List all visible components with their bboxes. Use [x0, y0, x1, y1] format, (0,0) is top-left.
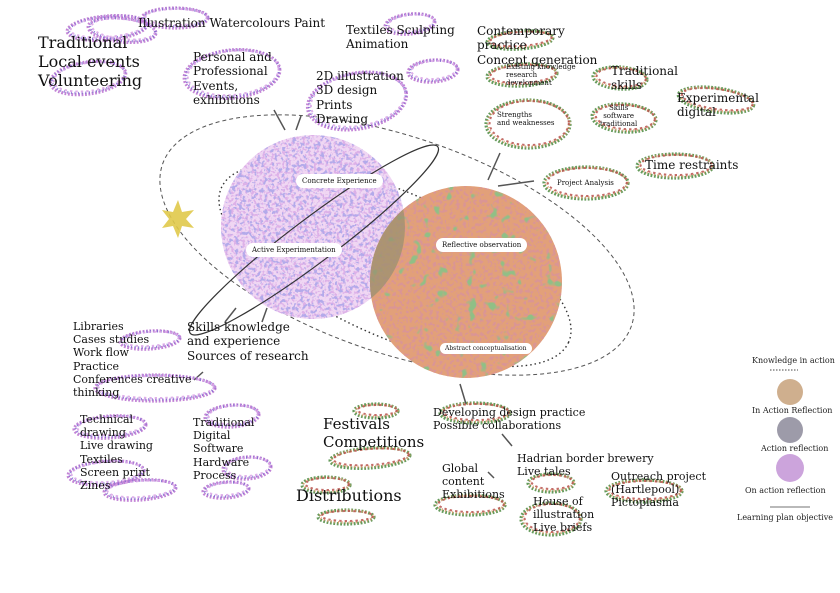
speckled-ring [356, 404, 398, 416]
speckled-ring [442, 403, 510, 421]
legend-in-action-reflection: In Action Reflection [752, 406, 833, 415]
node-traditional-skills: Traditional skills [611, 64, 679, 93]
node-strengths: Strengths and weaknesses [497, 111, 555, 128]
speckled-ring [122, 330, 180, 348]
speckled-ring [608, 480, 682, 500]
speckled-ring [225, 456, 271, 478]
node-skills-knowledge: Skills knowledge and experience Sources … [187, 320, 309, 363]
legend-action-reflection: Action reflection [761, 444, 829, 453]
speckled-ring [186, 49, 280, 97]
speckled-ring [595, 66, 647, 88]
speckled-ring [639, 154, 713, 176]
speckled-ring [523, 503, 581, 533]
speckled-ring [104, 478, 177, 501]
speckled-ring [207, 404, 259, 426]
legend-knowledge-in-action: Knowledge in action [752, 356, 835, 365]
node-global: Global content Exhibitions [442, 462, 505, 502]
node-2d-illustration: 2D illustration 3D design Prints Drawing [316, 69, 404, 127]
speckled-ring [70, 460, 144, 484]
speckled-ring [106, 479, 176, 499]
node-illustration: Illustration Watercolours Paint [138, 16, 326, 30]
speckled-ring [332, 447, 410, 467]
node-hadrian: Hadrian border brewery Live tales [517, 452, 654, 479]
node-project-analysis: Project Analysis [557, 179, 614, 187]
node-distributions: Distributions [296, 486, 402, 505]
yellow-star-icon [162, 200, 194, 238]
speckled-ring [304, 477, 350, 491]
speckled-ring [387, 13, 435, 33]
legend-learning-plan: Learning plan objective [737, 513, 833, 522]
speckled-ring [437, 495, 505, 513]
speckled-ring [489, 30, 553, 48]
speckled-ring [205, 481, 249, 497]
outer-dashed-orbit [159, 114, 635, 376]
speckled-ring [320, 510, 374, 522]
speckled-ring [76, 415, 146, 437]
connector-lines [193, 109, 535, 479]
speckled-ring [489, 63, 557, 85]
node-outreach: Outreach project (Hartlepool) Pictoplasm… [611, 470, 707, 510]
node-traditional-local: Traditional Local events Volunteering [38, 33, 143, 91]
node-libraries: Libraries Cases studies Work flow Practi… [73, 320, 192, 399]
node-existing-knowledge: Existing knowledge research development [506, 63, 576, 88]
speckled-ring [52, 61, 126, 93]
node-developing: Developing design practice Possible coll… [433, 406, 586, 433]
speckled-ring [681, 87, 754, 112]
node-house-illustration: House of illustration Live briefs [533, 495, 595, 535]
legend-on-action-reflection: On action reflection [745, 486, 826, 495]
node-festivals: Festivals Competitions [323, 415, 425, 451]
node-personal: Personal and Professional Events, exhibi… [193, 50, 272, 108]
node-textiles: Textiles Sculpting Animation [346, 23, 455, 52]
solid-orbit-ring [188, 144, 440, 336]
speckled-ring [530, 474, 574, 490]
node-time-restraints: Time restraints [645, 158, 739, 172]
speckled-ring [488, 100, 570, 146]
speckled-ring [594, 103, 656, 131]
speckled-ring [90, 17, 156, 41]
speckled-ring [410, 59, 458, 81]
node-technical: Technical drawing Live drawing Textiles … [80, 413, 153, 492]
speckled-ring [546, 167, 628, 197]
reflective-observation-label: Reflective observation [436, 238, 528, 253]
blue-crescent-icon [572, 332, 584, 356]
abstract-conceptualisation-label: Abstract conceptualisation [440, 343, 532, 355]
node-skills-software: Skills software traditional [600, 104, 638, 129]
node-traditional-digital: Traditional Digital Software Hardware Pr… [193, 416, 255, 482]
decorative-rings [48, 6, 756, 537]
node-experimental: Experimental digital [677, 91, 759, 120]
node-contemporary: Contemporary practice Concept generation [477, 24, 598, 67]
legend-swatches [770, 369, 810, 508]
concrete-experience-label: Concrete Experience [296, 174, 383, 189]
speckled-ring [97, 375, 215, 399]
speckled-ring [144, 8, 208, 26]
active-experimentation-label: Active Experimentation [246, 243, 342, 258]
